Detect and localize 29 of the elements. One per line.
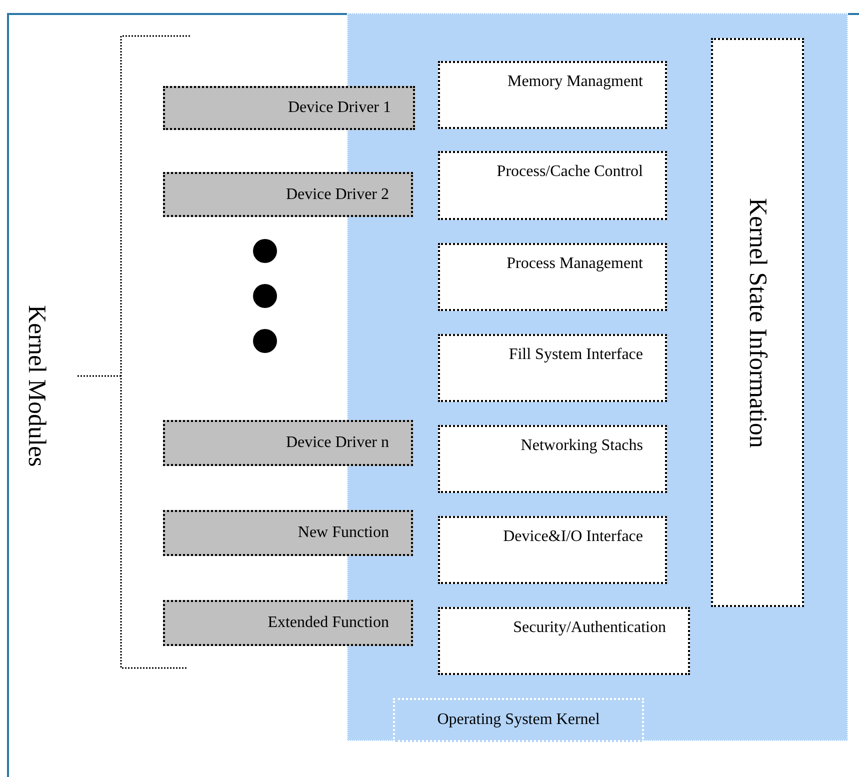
module-box [163, 420, 413, 466]
module-box [163, 86, 415, 130]
box-label: Device Driver 2 [286, 184, 389, 204]
box-label: Device Driver 1 [288, 98, 391, 118]
box-label: Device Driver n [286, 433, 389, 453]
module-box [163, 510, 413, 556]
box-label: Memory Managment [507, 72, 643, 92]
subsystem-box [438, 334, 667, 402]
vertical-title: Kernel State Information [745, 198, 770, 448]
box-label: Operating System Kernel [437, 710, 600, 730]
box-label: Device&I/O Interface [503, 527, 643, 547]
box-label: Process Management [506, 254, 643, 274]
module-box [163, 600, 413, 646]
box-label: Extended Function [268, 613, 389, 633]
subsystem-box [438, 243, 667, 311]
box-label: Networking Stachs [520, 436, 643, 456]
box-label: Fill System Interface [508, 345, 643, 365]
subsystem-box [438, 607, 690, 675]
subsystem-box [438, 425, 667, 493]
module-box [163, 172, 413, 217]
subsystem-box [438, 61, 667, 129]
subsystem-box [438, 516, 667, 584]
state-info-box [711, 38, 804, 607]
side-title: Kernel Modules [24, 305, 49, 467]
box-label: New Function [298, 523, 389, 543]
box-label: Process/Cache Control [496, 162, 643, 182]
kernel-label-box [393, 698, 644, 742]
box-label: Security/Authentication [513, 618, 666, 638]
subsystem-box [438, 151, 667, 220]
